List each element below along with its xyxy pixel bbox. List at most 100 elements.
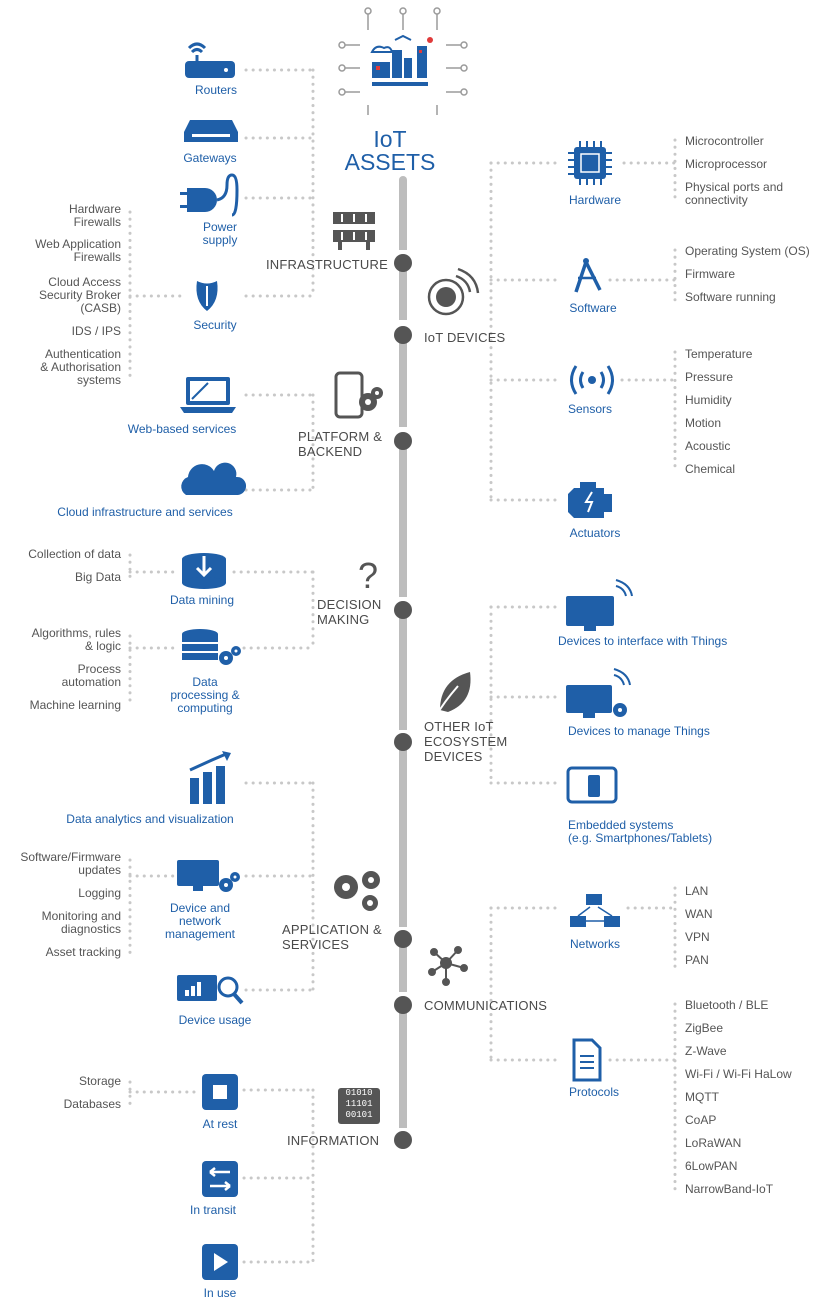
- label-power-supply: Power supply: [202, 220, 238, 247]
- spine-nodes: [394, 254, 412, 1149]
- sensor-signal-icon: [570, 365, 614, 395]
- leaf-software-2: Software running: [685, 290, 776, 304]
- label-data-mining: Data mining: [169, 593, 235, 607]
- power-plug-icon: [180, 173, 239, 217]
- leaf-device-mgmt-2: Monitoring and diagnostics: [41, 909, 121, 936]
- leaf-at-rest-0: Storage: [78, 1074, 121, 1088]
- chip-icon: [568, 141, 612, 185]
- leaf-at-rest-1: Databases: [63, 1097, 121, 1111]
- leaf-sensors-4: Acoustic: [685, 439, 731, 453]
- label-analytics: Data analytics and visualization: [66, 812, 234, 826]
- leaf-security-1: Web Application Firewalls: [35, 237, 121, 264]
- platform-tablet-gear-icon: [334, 371, 383, 419]
- category-platform: PLATFORM & BACKEND: [298, 429, 383, 459]
- svg-text:?: ?: [358, 555, 378, 596]
- leaf-protocols-5: CoAP: [685, 1113, 717, 1127]
- label-actuators: Actuators: [569, 526, 621, 540]
- laptop-icon: [180, 377, 236, 413]
- node-decision: [394, 601, 412, 619]
- node-application: [394, 930, 412, 948]
- page-title: IoT ASSETS: [330, 128, 450, 174]
- label-security: Security: [193, 318, 237, 332]
- leaf-protocols-1: ZigBee: [685, 1021, 724, 1035]
- gateway-icon: [184, 120, 238, 142]
- node-platform: [394, 432, 412, 450]
- binary-text: 01010 11101 00101: [345, 1088, 373, 1120]
- node-information: [394, 1131, 412, 1149]
- leaf-data-processing-0: Algorithms, rules & logic: [31, 626, 121, 653]
- label-software: Software: [569, 301, 617, 315]
- label-device-mgmt: Device and network management: [164, 901, 236, 941]
- data-processing-icon: [182, 629, 241, 665]
- leaf-protocols-0: Bluetooth / BLE: [685, 998, 769, 1012]
- leaf-networks-2: VPN: [685, 930, 710, 944]
- question-mark-icon: ?: [358, 555, 378, 596]
- leaf-protocols-2: Z-Wave: [685, 1044, 727, 1058]
- monitor-gear-icon: [177, 860, 240, 892]
- category-infrastructure: INFRASTRUCTURE: [266, 257, 388, 272]
- leaf-security-4: Authentication & Authorisation systems: [40, 347, 121, 387]
- leaf-protocols-8: NarrowBand-IoT: [685, 1182, 774, 1196]
- node-other-iot: [394, 733, 412, 751]
- shield-icon: [196, 281, 218, 311]
- leaf-hardware-2: Physical ports and connectivity: [685, 180, 784, 207]
- play-icon: [202, 1244, 238, 1280]
- label-in-use: In use: [203, 1286, 237, 1300]
- label-embedded: Embedded systems (e.g. Smartphones/Table…: [568, 818, 713, 845]
- iot-city-chip-icon: [338, 7, 468, 115]
- label-routers: Routers: [194, 83, 238, 97]
- leaf-icon: [435, 672, 471, 717]
- leaf-hardware-0: Microcontroller: [685, 134, 764, 148]
- leaf-software-1: Firmware: [685, 267, 735, 281]
- label-at-rest: At rest: [202, 1117, 238, 1131]
- leaf-data-mining-0: Collection of data: [28, 547, 121, 561]
- software-compass-icon: [574, 258, 602, 293]
- label-data-processing: Data processing & computing: [170, 675, 240, 715]
- label-networks: Networks: [569, 937, 620, 951]
- binary-data-icon: [338, 1088, 380, 1124]
- leaf-device-mgmt-1: Logging: [78, 886, 121, 900]
- dotted-connectors: [128, 68, 677, 1264]
- category-communications: COMMUNICATIONS: [424, 998, 548, 1013]
- leaf-sensors-0: Temperature: [685, 347, 753, 361]
- gears-icon: [334, 871, 380, 911]
- node-infrastructure: [394, 254, 412, 272]
- category-iot-devices: IoT DEVICES: [424, 330, 506, 345]
- data-mining-icon: [182, 553, 226, 589]
- leaf-networks-3: PAN: [685, 953, 709, 967]
- leaf-security-2: Cloud Access Security Broker (CASB): [38, 275, 121, 315]
- category-application: APPLICATION & SERVICES: [282, 922, 382, 952]
- label-sensors: Sensors: [567, 402, 613, 416]
- monitor-signal-icon: [566, 579, 633, 631]
- leaf-software-0: Operating System (OS): [685, 244, 810, 258]
- label-protocols: Protocols: [568, 1085, 620, 1099]
- leaf-protocols-7: 6LowPAN: [685, 1159, 738, 1173]
- engine-actuator-icon: [568, 482, 612, 518]
- label-gateways: Gateways: [183, 151, 237, 165]
- transfer-arrows-icon: [202, 1161, 238, 1197]
- label-hardware: Hardware: [568, 193, 622, 207]
- iot-globe-signal-icon: [427, 267, 480, 316]
- leaf-protocols-4: MQTT: [685, 1090, 719, 1104]
- category-information: INFORMATION: [287, 1133, 380, 1148]
- title-line-1: IoT: [373, 126, 407, 152]
- leaf-sensors-5: Chemical: [685, 462, 736, 476]
- leaf-protocols-3: Wi-Fi / Wi-Fi HaLow: [685, 1067, 792, 1081]
- category-other-iot: OTHER IoT ECOSYSTEM DEVICES: [424, 719, 508, 764]
- document-icon: [572, 1038, 602, 1082]
- leaf-sensors-3: Motion: [685, 416, 722, 430]
- cloud-icon: [181, 462, 247, 495]
- monitor-signal-gear-icon: [566, 668, 631, 718]
- leaf-data-processing-2: Machine learning: [29, 698, 121, 712]
- infrastructure-icon: [333, 212, 375, 250]
- network-hub-icon: [428, 946, 468, 986]
- label-interface-things: Devices to interface with Things: [558, 634, 728, 648]
- leaf-device-mgmt-0: Software/Firmware updates: [20, 850, 121, 877]
- title-line-2: ASSETS: [344, 149, 436, 175]
- tablet-smartphone-icon: [566, 766, 618, 804]
- node-iot-devices: [394, 326, 412, 344]
- leaf-device-mgmt-3: Asset tracking: [45, 945, 121, 959]
- leaf-protocols-6: LoRaWAN: [685, 1136, 742, 1150]
- label-device-usage: Device usage: [178, 1013, 252, 1027]
